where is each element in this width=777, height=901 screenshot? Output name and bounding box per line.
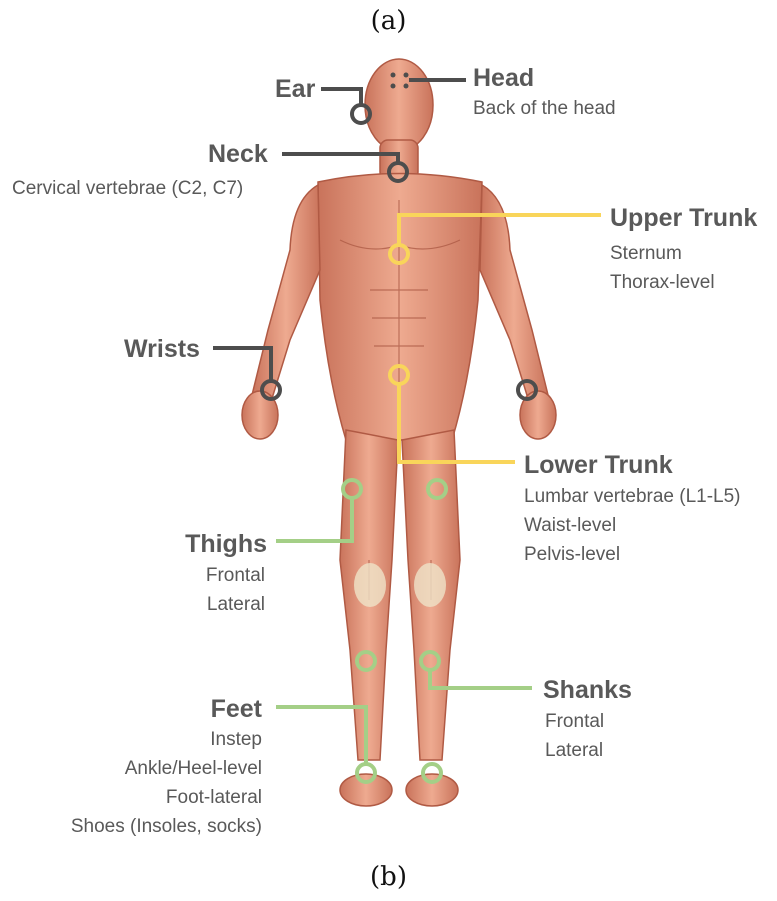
lower-trunk-item-pelvis: Pelvis-level (524, 540, 620, 569)
feet-item-shoes: Shoes (Insoles, socks) (30, 812, 262, 841)
feet-item-ankle: Ankle/Heel-level (30, 754, 262, 783)
feet-item-instep: Instep (30, 725, 262, 754)
thighs-item-frontal: Frontal (120, 561, 265, 590)
upper-trunk-item-sternum: Sternum (610, 239, 682, 268)
thighs-label: Thighs (120, 530, 267, 559)
feet-item-foot-lateral: Foot-lateral (30, 783, 262, 812)
wrists-label: Wrists (124, 335, 200, 364)
figure-right-arm (480, 185, 548, 405)
lower-trunk-item-waist: Waist-level (524, 511, 616, 540)
shanks-label: Shanks (543, 676, 632, 705)
neck-label: Neck (208, 140, 268, 169)
figure-right-foot (406, 774, 458, 806)
ear-leader-line (321, 89, 361, 105)
shanks-item-frontal: Frontal (545, 707, 604, 736)
head-item-back: Back of the head (473, 94, 616, 123)
upper-trunk-label: Upper Trunk (610, 204, 757, 233)
ear-label: Ear (275, 75, 315, 104)
lower-trunk-label: Lower Trunk (524, 451, 673, 480)
head-label: Head (473, 64, 534, 93)
thighs-item-lateral: Lateral (120, 590, 265, 619)
lower-trunk-item-lumbar: Lumbar vertebrae (L1-L5) (524, 482, 741, 511)
figure-left-arm (252, 185, 320, 405)
figure-kneecaps (354, 563, 446, 607)
green-markers (276, 480, 532, 782)
shanks-item-lateral: Lateral (545, 736, 603, 765)
caption-bottom: (b) (0, 862, 777, 892)
figure-left-foot (340, 774, 392, 806)
neck-item-cervical: Cervical vertebrae (C2, C7) (12, 174, 243, 203)
feet-label: Feet (100, 695, 262, 724)
upper-trunk-item-thorax: Thorax-level (610, 268, 715, 297)
feet-leader-line (276, 707, 366, 764)
figure-head (365, 59, 433, 151)
